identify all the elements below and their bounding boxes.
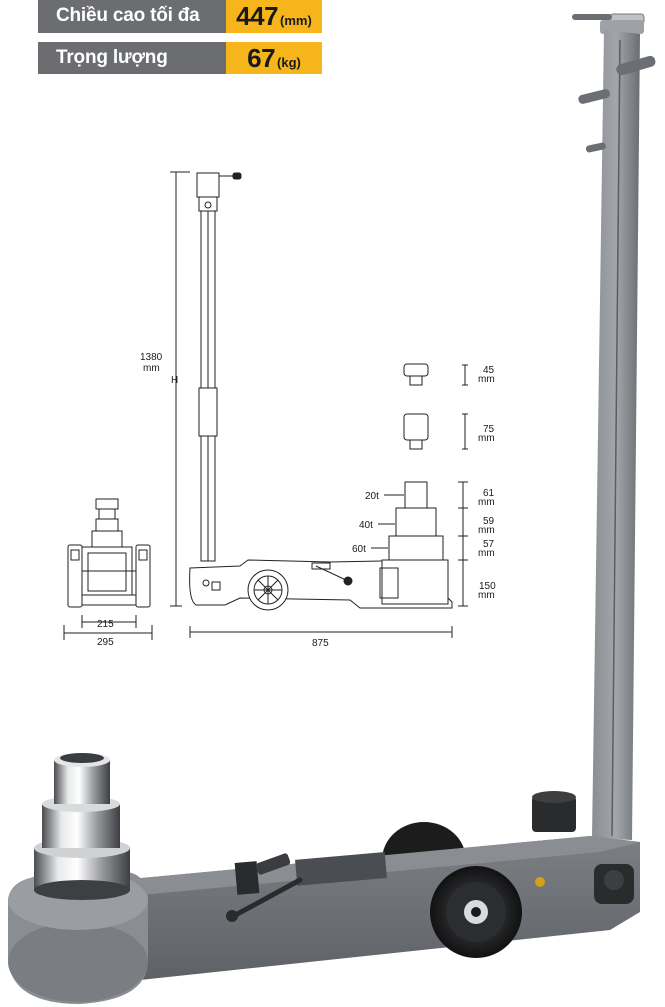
front-width-inner-label: 215 bbox=[97, 619, 114, 630]
weight-number: 67 bbox=[247, 43, 276, 73]
max-height-number: 447 bbox=[236, 1, 279, 31]
jack-illustration bbox=[8, 13, 656, 1004]
height-value-label: 1380 bbox=[140, 352, 163, 363]
weight-unit: (kg) bbox=[277, 55, 301, 70]
dim-150-unit: mm bbox=[478, 590, 495, 601]
front-view bbox=[63, 498, 153, 640]
dim-45-unit: mm bbox=[478, 374, 495, 385]
height-symbol-label: H bbox=[171, 375, 178, 386]
dim-150-label: 150 bbox=[479, 581, 496, 592]
side-length-label: 875 bbox=[312, 638, 329, 649]
dim-57-unit: mm bbox=[478, 548, 495, 559]
spec-value-weight: 67 (kg) bbox=[226, 42, 322, 74]
spec-row-max-height: Chiều cao tối đa 447 (mm) bbox=[38, 0, 322, 33]
spec-label-max-height: Chiều cao tối đa bbox=[38, 0, 226, 33]
dim-57-label: 57 bbox=[483, 539, 495, 550]
stage-40t-label: 40t bbox=[359, 520, 373, 531]
spec-row-weight: Trọng lượng 67 (kg) bbox=[38, 42, 322, 74]
right-dimension-lines bbox=[458, 364, 468, 607]
saddle-attachments bbox=[403, 363, 429, 450]
dim-61-label: 61 bbox=[483, 488, 495, 499]
technical-drawing bbox=[63, 171, 468, 640]
drawing-labels: 1380 mm H 215 295 875 20t 40t 60t 45 mm … bbox=[97, 352, 496, 649]
dim-75-unit: mm bbox=[478, 433, 495, 444]
dim-45-label: 45 bbox=[483, 365, 495, 376]
dim-59-label: 59 bbox=[483, 516, 495, 527]
height-unit-label: mm bbox=[143, 363, 160, 374]
max-height-unit: (mm) bbox=[280, 13, 312, 28]
stage-20t-label: 20t bbox=[365, 491, 379, 502]
front-width-outer-label: 295 bbox=[97, 637, 114, 648]
dim-75-label: 75 bbox=[483, 424, 495, 435]
spec-label-weight: Trọng lượng bbox=[38, 42, 226, 74]
stage-60t-label: 60t bbox=[352, 544, 366, 555]
side-view bbox=[170, 171, 453, 638]
dim-61-unit: mm bbox=[478, 497, 495, 508]
spec-value-max-height: 447 (mm) bbox=[226, 0, 322, 33]
dim-59-unit: mm bbox=[478, 525, 495, 536]
